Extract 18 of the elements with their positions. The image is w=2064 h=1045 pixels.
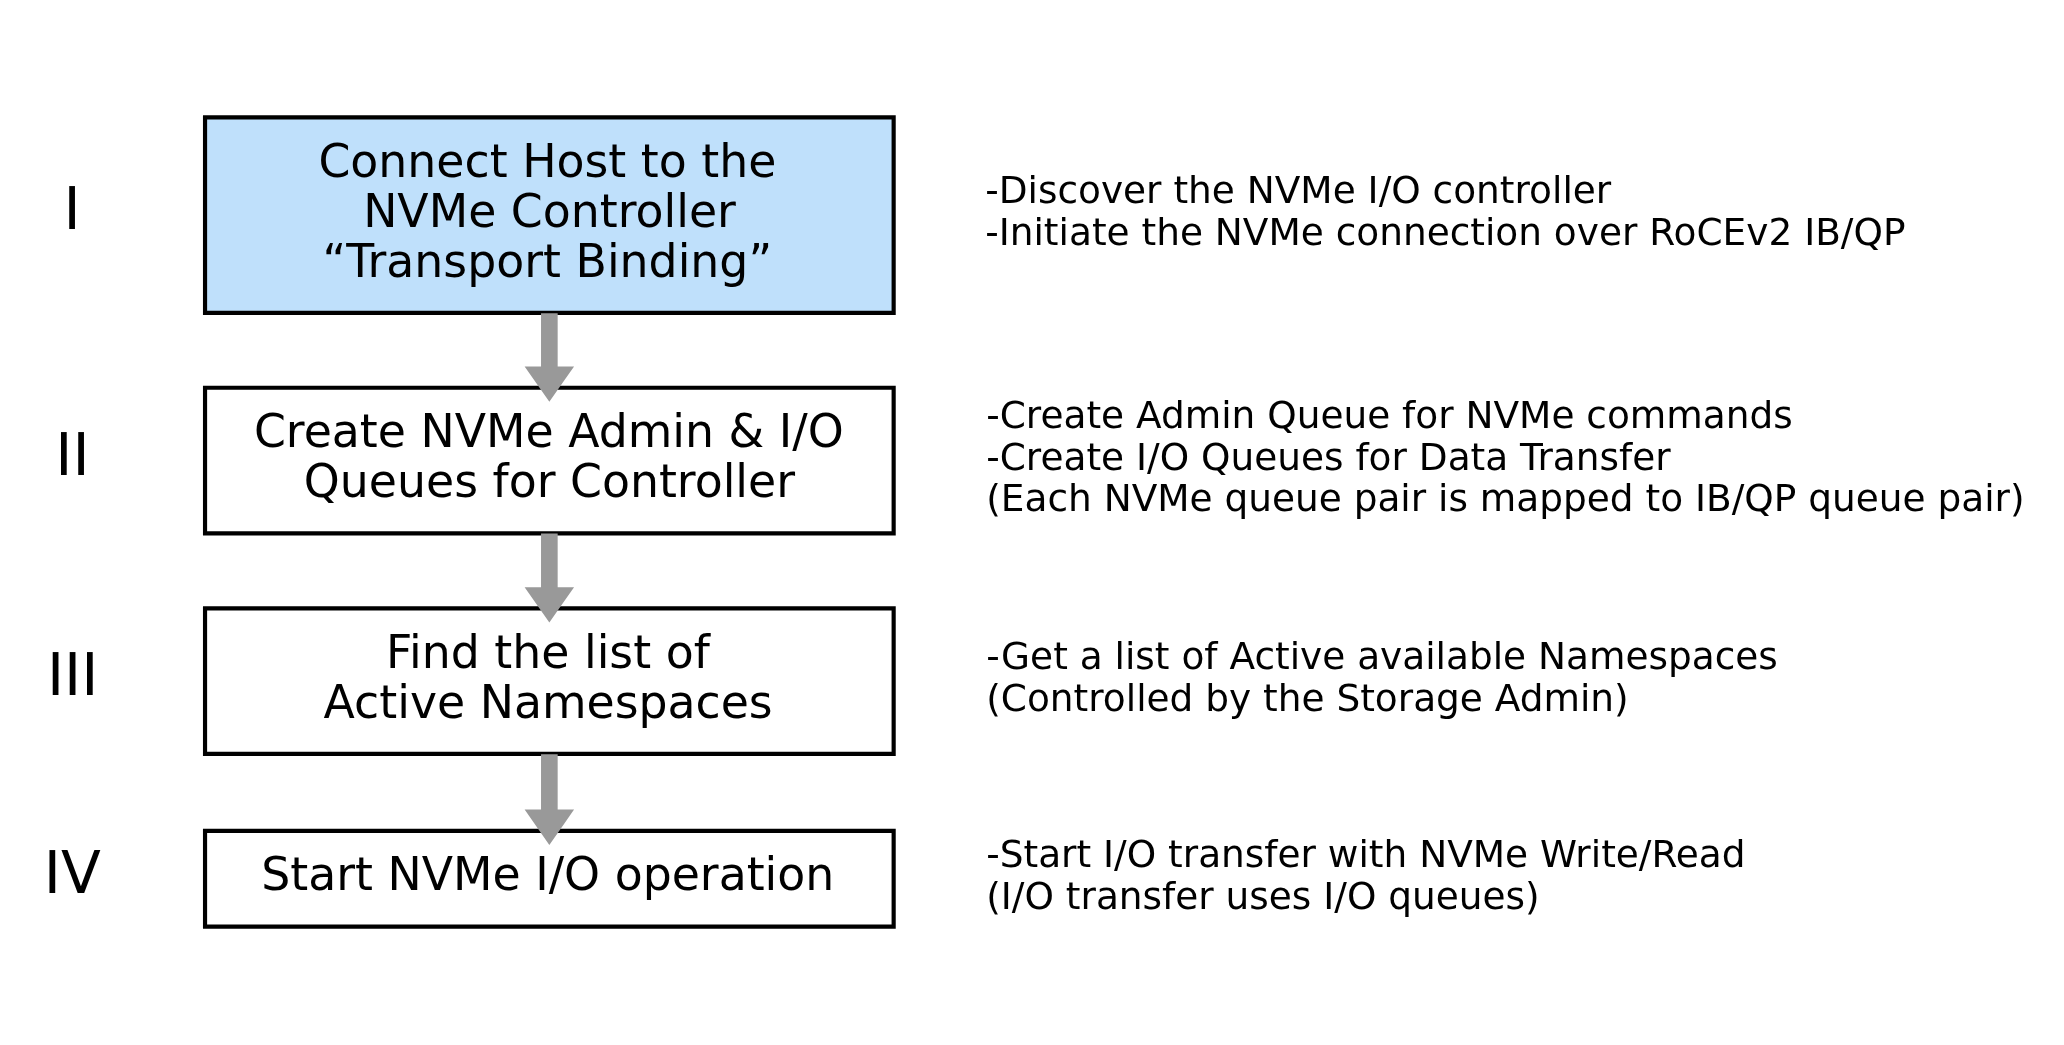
node-label: -Get a list of Active available Namespaces [986,633,1778,678]
node-label: -Initiate the NVMe connection over RoCEv2 IB/QP [985,209,1906,254]
node-box: Find the list of Active Namespaces [202,605,896,756]
arrow [524,753,575,845]
node-label: -Discover the NVMe I/O controller [985,167,1612,212]
node-box: Connect Host to the NVMe Controller “Transport Binding” [202,114,896,315]
node-label: (Controlled by the Storage Admin) [986,675,1629,720]
node-label: I [63,174,81,243]
node-box: Start NVMe I/O operation [202,828,896,929]
arrow [524,533,575,623]
arrow [524,312,575,402]
node-label: -Create Admin Queue for NVMe commands [986,392,1793,437]
node-label: III [46,640,99,709]
node-box: Create NVMe Admin & I/O Queues for Controller [202,385,896,535]
node-label: II [55,420,90,489]
node-label: (I/O transfer uses I/O queues) [986,873,1540,918]
node-label: IV [43,838,101,907]
node-label: -Start I/O transfer with NVMe Write/Read [986,831,1746,876]
